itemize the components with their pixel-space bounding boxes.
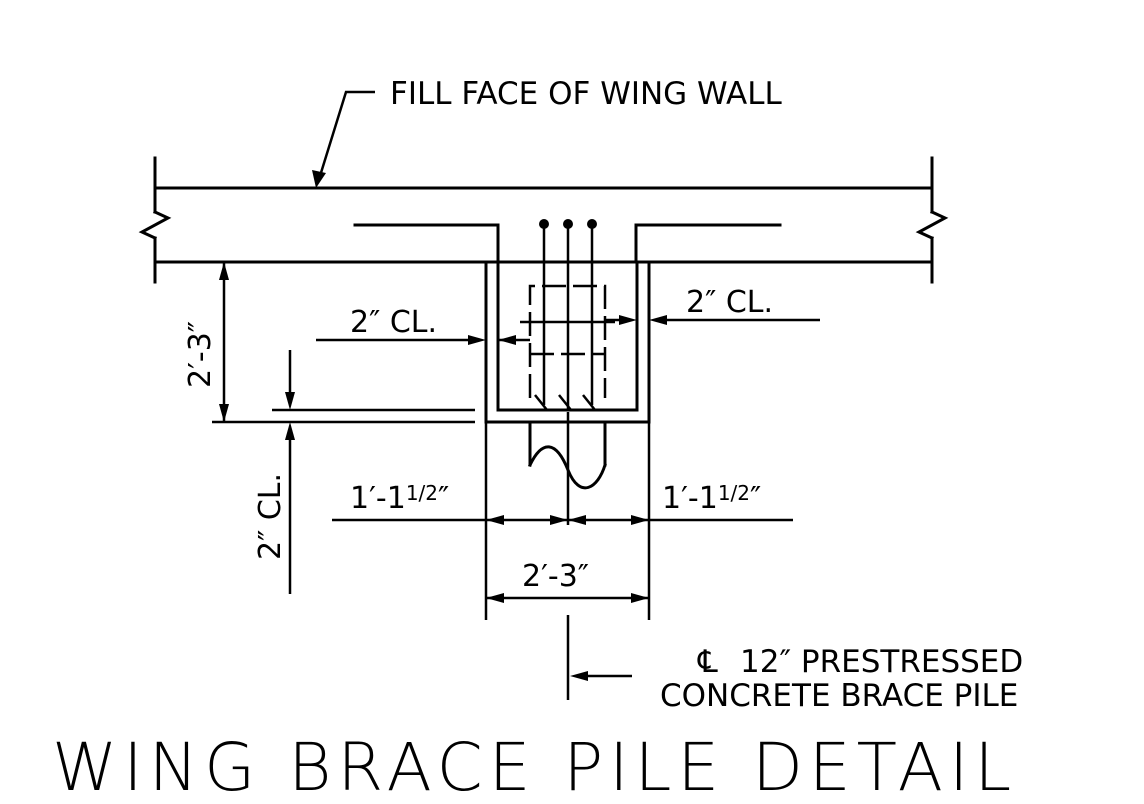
embedded-pile	[520, 284, 615, 398]
pile-label-line1: 12″ PRESTRESSED	[740, 644, 1023, 680]
pile-centerline-callout: ℄ 12″ PRESTRESSED CONCRETE BRACE PILE	[566, 615, 1023, 714]
height-dim-label: 2′-3″	[183, 321, 218, 388]
clear-bottom-dim: 2″ CL.	[253, 350, 475, 594]
fill-face-label: FILL FACE OF WING WALL	[390, 76, 782, 112]
pile-label-line2: CONCRETE BRACE PILE	[660, 678, 1018, 714]
width-dim-label: 2′-3″	[522, 559, 589, 594]
half-width-dims: 1′-11/2″ 1′-11/2″	[332, 422, 793, 620]
fill-face-leader: FILL FACE OF WING WALL	[312, 76, 782, 188]
clear-right-label: 2″ CL.	[686, 285, 773, 320]
half-right-label: 1′-11/2″	[662, 481, 761, 516]
clear-right-dim: 2″ CL.	[605, 285, 820, 325]
width-dim: 2′-3″	[486, 559, 649, 603]
drawing-title: WING BRACE PILE DETAIL	[52, 729, 1017, 804]
pile-below-break	[527, 412, 607, 525]
pile-centerline-symbol: ℄	[697, 644, 718, 680]
clear-bottom-label: 2″ CL.	[253, 473, 288, 560]
clear-left-dim: 2″ CL.	[316, 305, 530, 345]
wall-reinforcement	[353, 219, 782, 411]
clear-left-label: 2″ CL.	[350, 305, 437, 340]
height-dim: 2′-3″	[183, 262, 475, 424]
half-left-label: 1′-11/2″	[350, 481, 449, 516]
